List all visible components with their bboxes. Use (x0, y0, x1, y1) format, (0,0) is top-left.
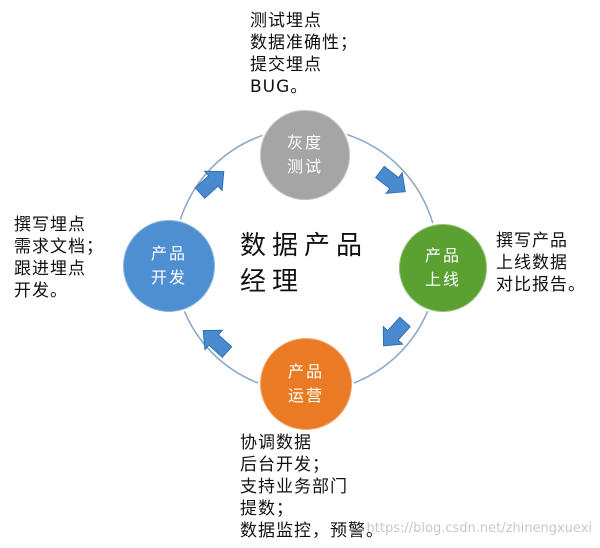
arrow-operate-to-develop (202, 329, 233, 358)
center-title-line2: 经理 (240, 267, 305, 297)
note-right-line: 上线数据 (496, 253, 568, 273)
center-title-line1: 数据产品 (240, 231, 369, 261)
arrow-develop-to-test (194, 170, 225, 199)
note-bottom: 协调数据 后台开发； 支持业务部门 提数； 数据监控，预警。 (240, 432, 384, 542)
note-bottom-line: 支持业务部门 (240, 477, 348, 497)
note-bottom-line: 数据监控，预警。 (240, 521, 384, 541)
node-launch-line2: 上线 (424, 270, 461, 289)
note-right-line: 对比报告。 (496, 275, 586, 295)
arrow-launch-to-operate (382, 316, 411, 347)
note-left-line: 需求文档； (14, 237, 104, 257)
note-left-line: 开发。 (14, 281, 68, 301)
note-right: 撰写产品 上线数据 对比报告。 (496, 230, 586, 296)
node-gray-test-line2: 测试 (286, 157, 323, 176)
center-title: 数据产品 经理 (240, 228, 368, 300)
note-top-line: 数据准确性； (250, 33, 358, 53)
note-top-line: BUG。 (250, 77, 309, 97)
node-operate-line1: 产品 (287, 362, 324, 381)
note-top: 测试埋点 数据准确性； 提交埋点 BUG。 (250, 10, 358, 98)
node-launch-line1: 产品 (424, 246, 461, 265)
cycle-arrows (194, 165, 411, 358)
node-operate: 产品 运营 (258, 336, 354, 432)
node-launch: 产品 上线 (397, 222, 489, 314)
note-bottom-line: 后台开发； (240, 455, 330, 475)
node-operate-line2: 运营 (287, 386, 324, 405)
note-left-line: 撰写埋点 (14, 215, 86, 235)
node-gray-test: 灰度 测试 (258, 108, 352, 202)
note-right-line: 撰写产品 (496, 231, 568, 251)
node-gray-test-line1: 灰度 (286, 133, 323, 152)
note-top-line: 测试埋点 (250, 11, 322, 31)
watermark: https://blog.csdn.net/zhinengxuexi (366, 521, 592, 536)
node-develop-line2: 开发 (150, 268, 187, 287)
note-left-line: 跟进埋点 (14, 259, 86, 279)
note-bottom-line: 提数； (240, 499, 294, 519)
node-develop: 产品 开发 (121, 218, 217, 314)
note-top-line: 提交埋点 (250, 55, 322, 75)
note-left: 撰写埋点 需求文档； 跟进埋点 开发。 (14, 214, 104, 302)
note-bottom-line: 协调数据 (240, 433, 312, 453)
node-develop-line1: 产品 (150, 244, 187, 263)
arrow-test-to-launch (374, 165, 406, 194)
